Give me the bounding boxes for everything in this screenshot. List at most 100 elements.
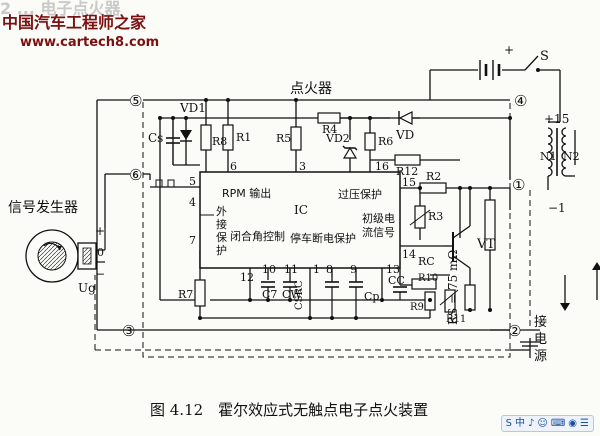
label-minus-sensor: −: [95, 267, 105, 281]
pin-1: 1: [313, 263, 320, 276]
pin-12: 12: [240, 271, 254, 284]
label-plus15: +15: [544, 112, 569, 126]
label-ic: IC: [294, 203, 308, 217]
pin-10: 10: [262, 263, 276, 276]
tray-item-menu-icon[interactable]: ☰: [580, 418, 589, 429]
label-ext-protect-3: 保: [216, 230, 227, 244]
pin-3: 3: [299, 160, 306, 173]
diode-vd2-zener-bar: [342, 145, 358, 151]
resistor-r2: [419, 182, 447, 194]
label-plus-sensor: +: [95, 224, 105, 238]
terminal-6: ⑥: [129, 166, 142, 184]
label-overvoltage-protection: 过压保护: [338, 187, 382, 201]
label-r9: R9: [410, 302, 424, 313]
label-r2: R2: [426, 170, 441, 183]
label-battery-plus: +: [504, 43, 514, 57]
label-cp: Cp: [364, 290, 379, 303]
label-switch-s: S: [540, 49, 549, 64]
label-rs: RS = 75 mΩ: [446, 250, 460, 325]
pin-8: 8: [326, 263, 333, 276]
resistor-r4: [317, 112, 341, 124]
terminal-2: ②: [508, 322, 521, 340]
label-vd: VD: [395, 128, 414, 142]
tray-item-keyboard-icon[interactable]: ⌨: [550, 418, 566, 429]
label-cc: CC: [388, 274, 405, 287]
pin-11: 11: [284, 263, 298, 276]
terminal-4: ④: [514, 92, 527, 110]
label-csrc: CSRC: [294, 280, 305, 310]
pin-6: 6: [230, 160, 237, 173]
ignition-coil: [547, 127, 575, 190]
resistor-r12: [394, 154, 421, 166]
label-rc: RC: [418, 255, 435, 268]
label-ground-3: 源: [534, 349, 547, 364]
capacitor-leads: [172, 118, 401, 318]
ime-tray[interactable]: S 中 ♪ ☺ ⌨ ◉ ☰: [500, 415, 594, 432]
pin-15: 15: [402, 176, 416, 189]
battery: [479, 60, 501, 80]
label-r6: R6: [378, 135, 393, 148]
label-igniter: 点火器: [290, 81, 332, 97]
label-stall-protection: 停车断电保护: [290, 231, 356, 245]
tray-item-emoji-icon[interactable]: ☺: [537, 418, 548, 429]
label-ground-2: 电: [534, 332, 547, 347]
label-r10: R10: [418, 273, 438, 284]
wires: [94, 55, 576, 358]
label-zero: 0: [97, 246, 104, 259]
label-r11: R11: [446, 314, 466, 325]
tray-item-zh[interactable]: 中: [515, 418, 526, 429]
label-primary-current-2: 流信号: [362, 225, 395, 239]
label-r4: R4: [322, 123, 337, 136]
pin-9: 9: [350, 263, 357, 276]
tray-item-music-icon[interactable]: ♪: [528, 418, 535, 429]
label-cs: Cs: [148, 131, 163, 145]
pin-4: 4: [189, 196, 196, 209]
label-r5: R5: [276, 132, 291, 145]
label-dwell-control: 闭合角控制: [230, 229, 285, 243]
signal-generator-sensor: [25, 228, 106, 283]
terminal-3: ③: [122, 322, 135, 340]
label-r1: R1: [236, 131, 251, 144]
label-primary-current-1: 初级电: [362, 211, 395, 225]
label-vd1: VD1: [179, 101, 206, 115]
label-vt: VT: [476, 237, 495, 252]
watermark-site-name: 中国汽车工程师之家: [2, 13, 147, 32]
label-r8: R8: [212, 135, 227, 148]
resistor-rc-top: [484, 199, 496, 251]
pin-16: 16: [375, 160, 389, 173]
label-n1: N1: [540, 150, 557, 163]
terminal-5: ⑤: [129, 92, 142, 110]
tray-item-s[interactable]: S: [505, 418, 513, 429]
spark-arrow-head: [592, 262, 600, 270]
r11-adjust-arrow: [439, 289, 459, 306]
pin-13: 13: [386, 263, 400, 276]
ic-chip: [199, 171, 401, 269]
label-ground-1: 接: [534, 314, 547, 330]
resistor-r5: [290, 126, 302, 151]
resistor-rs: [464, 284, 476, 311]
label-c7: C7: [262, 288, 277, 301]
label-ext-protect-1: 外: [216, 205, 227, 218]
pin-5: 5: [189, 175, 196, 188]
ground-symbol: [520, 341, 540, 347]
label-r7: R7: [178, 288, 193, 301]
junction-dots: [158, 98, 512, 320]
diode-vd: [398, 111, 413, 125]
label-n2: N2: [563, 150, 580, 163]
resistor-r7: [194, 279, 206, 307]
watermark-url: www.cartech8.com: [20, 35, 159, 50]
label-ext-protect-2: 接: [216, 218, 227, 231]
terminal-1: ①: [512, 176, 525, 194]
label-minus1: −1: [548, 201, 566, 215]
label-r3: R3: [428, 210, 443, 223]
label-cw: CW: [282, 288, 302, 301]
figure-caption: 图 4.12 霍尔效应式无触点电子点火装置: [150, 401, 428, 419]
r3-adjust-arrow: [409, 209, 431, 226]
label-r12: R12: [396, 165, 418, 178]
label-ext-protect-4: 护: [216, 243, 227, 257]
ground-arrow-head: [560, 303, 570, 311]
tray-item-record-icon[interactable]: ◉: [568, 418, 578, 429]
diode-vd2: [342, 146, 358, 159]
